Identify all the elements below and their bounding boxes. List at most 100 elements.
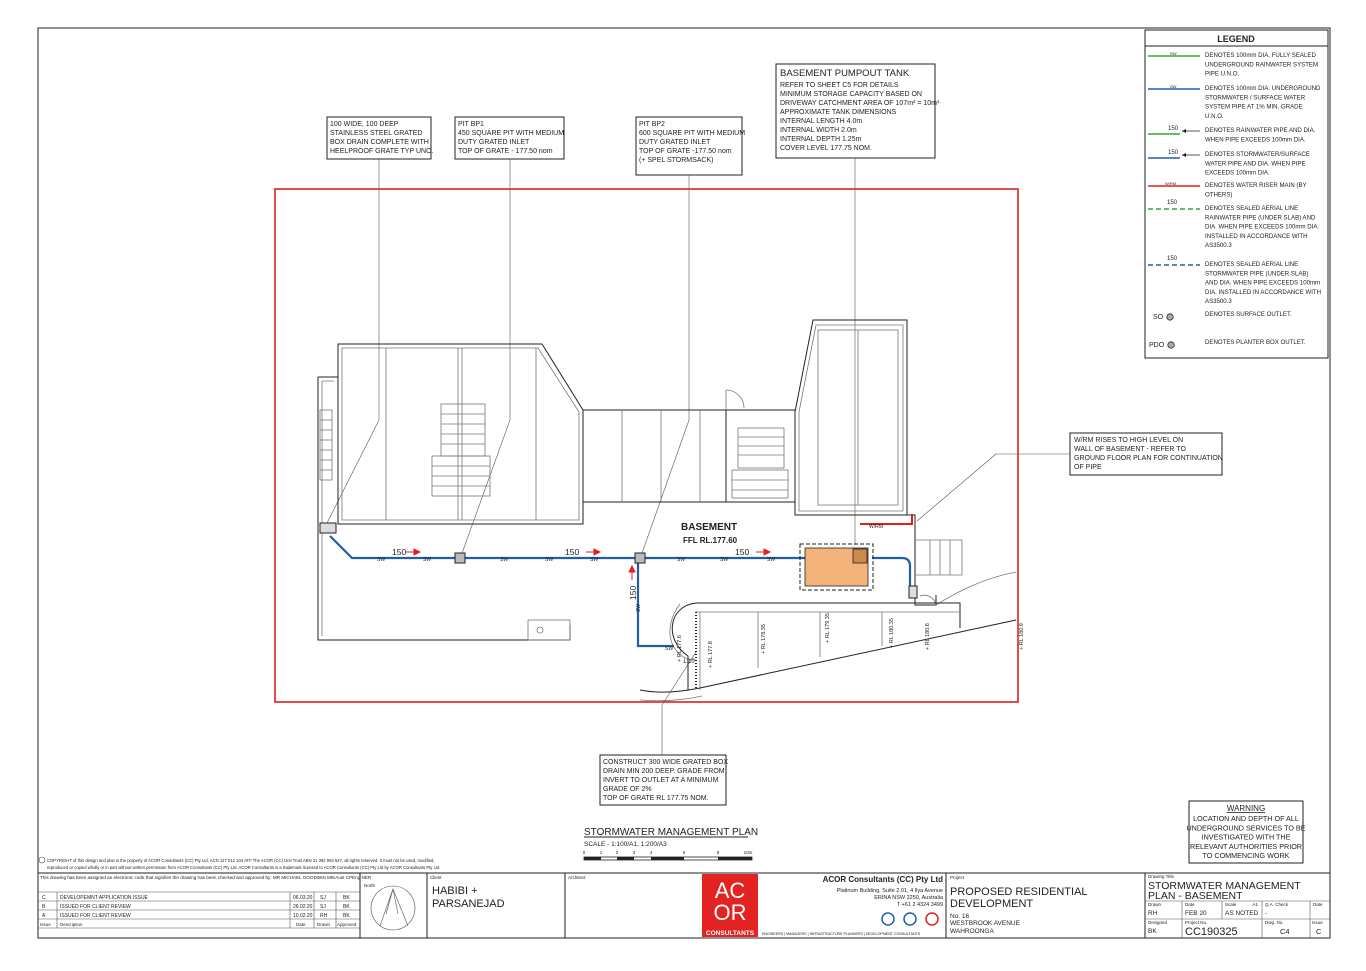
note-line: 600 SQUARE PIT WITH MEDIUM	[639, 130, 745, 137]
legend-tag: SO	[1153, 314, 1164, 321]
note-line: INTERNAL LENGTH 4.0m	[780, 118, 862, 125]
note-line: DRIVEWAY CATCHMENT AREA OF 107m² = 10m³	[780, 100, 940, 107]
scale-tick: 2	[616, 850, 619, 855]
level-label: + RL 177.8	[708, 641, 714, 668]
box-drain	[319, 522, 337, 534]
note-line: BOX DRAIN COMPLETE WITH	[330, 139, 429, 146]
note-line: 100 WIDE, 100 DEEP	[330, 121, 399, 128]
sw-tag: SW	[636, 604, 642, 612]
accreditation-icons	[881, 912, 939, 926]
legend-text: DENOTES RAINWATER PIPE AND DIA.	[1205, 127, 1316, 134]
note-line: COVER LEVEL 177.75 NOM.	[780, 145, 872, 152]
stormwater-pipes	[319, 514, 918, 648]
scale-tick: 8	[717, 850, 720, 855]
pipe-size-4: 150	[628, 586, 638, 600]
copyright-line-2: reproduced or copied wholly or in part w…	[47, 865, 441, 870]
level-label: + RL 178.35	[761, 624, 767, 654]
client-line-1: HABIBI +	[432, 885, 478, 897]
level-label: + RL 179.35	[825, 613, 831, 643]
legend-text: INSTALLED IN ACCORDANCE WITH	[1205, 233, 1307, 240]
legend-text: U.N.O.	[1205, 113, 1224, 120]
legend-title: LEGEND	[1217, 34, 1255, 44]
legend-text: DENOTES SEALED AERIAL LINE	[1205, 261, 1298, 268]
architect-label: Architect	[568, 875, 586, 880]
issue-value: C	[1316, 927, 1322, 936]
legend-text: DENOTES SURFACE OUTLET.	[1205, 311, 1292, 318]
rev-description: ISSUED FOR CLIENT REVIEW	[60, 913, 131, 919]
pipe-size-1: 150	[392, 547, 406, 557]
legend-text: DIA. INSTALLED IN ACCORDANCE WITH	[1205, 289, 1321, 296]
level-label: + RL 177.6	[677, 635, 683, 662]
building-outline	[317, 319, 1017, 702]
pumpout-access-grate	[852, 548, 868, 564]
scale-tick: 0	[583, 850, 586, 855]
issue-label: Issue	[1312, 920, 1323, 925]
note-line: 450 SQUARE PIT WITH MEDIUM	[458, 130, 564, 137]
note-line: (+ SPEL STORMSACK)	[639, 157, 714, 164]
note-line: TOP OF GRATE - 177.50 nom	[458, 148, 553, 155]
legend-tag: W/RM	[1165, 181, 1176, 186]
pumpout-title: BASEMENT PUMPOUT TANK	[780, 68, 910, 79]
note-line: GRADE OF 2%	[603, 786, 652, 793]
legend-text: WHEN PIPE EXCEEDS 100mm DIA.	[1205, 136, 1306, 143]
project-no-value: CC190325	[1185, 926, 1238, 938]
north-arrow-icon	[370, 885, 416, 931]
dwg-no-value: C4	[1280, 927, 1290, 936]
note-line: MINIMUM STORAGE CAPACITY BASED ON	[780, 91, 922, 98]
note-line: HEELPROOF GRATE TYP UNO.	[330, 148, 434, 155]
note-line: TOP OF GRATE -177.50 nom	[639, 148, 732, 155]
north-label: North	[364, 883, 376, 888]
rev-issue: A	[42, 913, 46, 919]
note-box-drain: 100 WIDE, 100 DEEP STAINLESS STEEL GRATED…	[325, 116, 434, 526]
ffl-label: FFL RL.177.60	[683, 536, 738, 545]
legend-tag: PDO	[1149, 342, 1165, 349]
legend-text: STORMWATER PIPE (UNDER SLAB)	[1205, 270, 1309, 277]
legend-text: AND DIA. WHEN PIPE EXCEEDS 100mm	[1205, 280, 1320, 287]
note-line: INTERNAL DEPTH 1.25m	[780, 136, 862, 143]
scale-tick: 1	[600, 850, 603, 855]
legend-text: EXCEEDS 100mm DIA.	[1205, 170, 1270, 177]
pipe-size-2: 150	[565, 547, 579, 557]
date-value: FEB 20	[1185, 910, 1207, 917]
legend-text: DIA. WHEN PIPE EXCEEDS 100mm DIA.	[1205, 224, 1319, 231]
note-line: DUTY GRATED INLET	[458, 139, 530, 146]
legend-text: AS3500.3	[1205, 242, 1232, 249]
rev-drawn: RH	[320, 913, 328, 919]
scale-text: SCALE - 1:100/A1, 1:200/A3	[584, 841, 667, 848]
scale-tick: 3	[633, 850, 636, 855]
note-line: STAINLESS STEEL GRATED	[330, 130, 422, 137]
rev-header-drawn: Drawn	[317, 922, 331, 927]
date-label: Date	[1185, 902, 1195, 907]
flow-arrow-up-icon	[628, 564, 636, 580]
note-line: APPROXIMATE TANK DIMENSIONS	[780, 109, 897, 116]
logo-word: CONSULTANTS	[706, 930, 755, 937]
scale-title: STORMWATER MANAGEMENT PLAN	[584, 827, 758, 838]
rev-header-date: Date	[296, 922, 306, 927]
legend-text: PIPE U.N.O.	[1205, 71, 1240, 78]
flow-arrow-icon	[406, 548, 422, 556]
scale-bar: STORMWATER MANAGEMENT PLAN SCALE - 1:100…	[583, 827, 758, 861]
company-name: ACOR Consultants (CC) Pty Ltd	[823, 875, 944, 884]
note-line: OF PIPE	[1074, 464, 1102, 471]
sw-tag: SW	[677, 557, 685, 563]
note-line: WALL OF BASEMENT - REFER TO	[1074, 446, 1186, 453]
flow-arrow-icon	[586, 548, 602, 556]
project-label: Project	[950, 875, 965, 880]
legend-text: DENOTES 100mm DIA. FULLY SEALED	[1205, 52, 1316, 59]
qa-date-label: Date	[1313, 902, 1323, 907]
client-label: Client	[430, 875, 442, 880]
legend-text: DENOTES SEALED AERIAL LINE	[1205, 205, 1298, 212]
rev-approved: BK	[343, 904, 350, 910]
logo-text-top: AC	[715, 878, 746, 903]
scale-tick: 4	[650, 850, 653, 855]
